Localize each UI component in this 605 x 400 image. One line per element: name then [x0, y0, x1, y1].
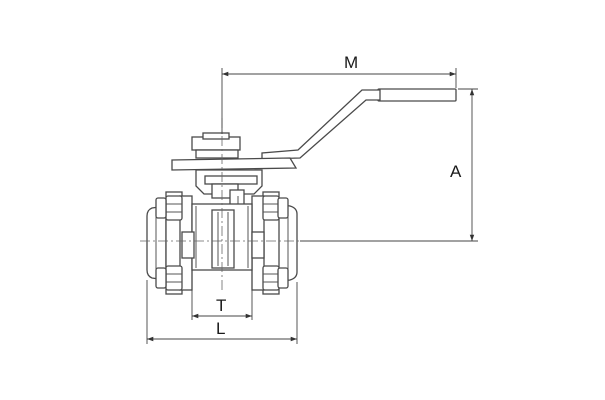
dimension-l-label: L	[216, 319, 225, 338]
dimension-a-label: A	[450, 162, 462, 181]
left-end-cap	[146, 205, 167, 281]
dimension-t: T	[191, 270, 253, 320]
valve-handle	[261, 88, 457, 160]
dimension-m-label: M	[344, 53, 358, 72]
center-lines	[140, 118, 305, 292]
dimension-m: M	[221, 53, 457, 134]
valve-body	[165, 191, 280, 295]
dimension-l: L	[146, 280, 298, 344]
flange-bolts	[155, 195, 289, 291]
dimension-a: A	[300, 88, 478, 242]
dimension-t-label: T	[216, 296, 226, 315]
